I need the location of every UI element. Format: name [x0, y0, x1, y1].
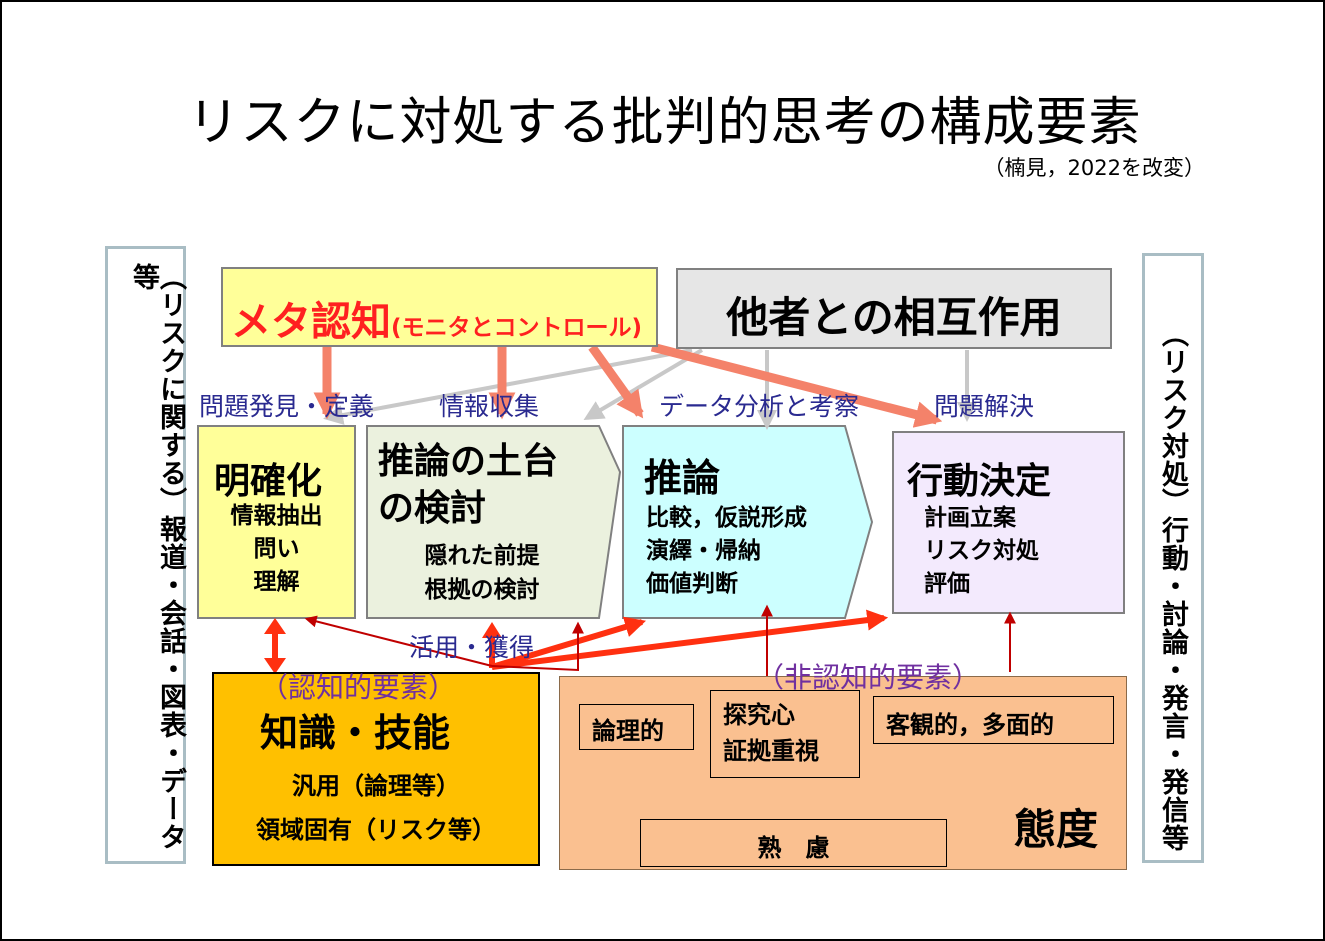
stage-label-2: 情報収集 [439, 392, 540, 421]
inference-items: 比較，仮説形成 演繹・帰納 価値判断 [646, 502, 807, 601]
attitude-inquiry-text: 証拠重視 [723, 737, 819, 765]
attitude-deliberation: 熟 慮 [640, 819, 947, 867]
decision-item: 計画立案 [924, 505, 1016, 531]
decision-items: 計画立案 リスク対処 評価 [924, 502, 1039, 601]
knowledge-items: 汎用（論理等） 領域固有（リスク等） [214, 764, 538, 852]
stage-label-4: 問題解決 [934, 392, 1035, 421]
decision-item: リスク対処 [924, 538, 1039, 564]
input-sources-text: （リスクに関する）報道・会話・図表・データ等 [128, 263, 186, 851]
premise-items: 隠れた前提 根拠の検討 [382, 539, 582, 607]
attitude-inquiry-text: 探究心 [723, 701, 795, 729]
decision-item: 評価 [924, 571, 970, 597]
inference-item: 価値判断 [646, 571, 738, 597]
feedback-arrows [304, 604, 1016, 676]
meta-arrows [313, 342, 943, 428]
inference-item: 比較，仮説形成 [646, 505, 807, 531]
decision-title: 行動決定 [907, 461, 1052, 502]
cognitive-label: （認知的要素） [260, 671, 457, 704]
attitude-inquiry: 探究心 証拠重視 [710, 690, 860, 778]
metacognition-label: メタ認知 [231, 299, 391, 345]
premise-item: 隠れた前提 [424, 543, 540, 569]
interaction-box: 他者との相互作用 [676, 268, 1112, 349]
premise-item: 根拠の検討 [424, 577, 540, 603]
output-actions-text: （リスク対処）行動・討論・発言・発信等 [1157, 320, 1188, 852]
premise-title-line: の検討 [378, 488, 487, 529]
decision-box [892, 431, 1125, 614]
attitude-objective-text: 客観的，多面的 [886, 711, 1054, 739]
metacognition-sub: (モニタとコントロール) [391, 315, 643, 341]
premise-title: 推論の土台 の検討 [378, 438, 558, 532]
inference-title: 推論 [644, 456, 721, 500]
clarify-items: 情報抽出 問い 理解 [198, 500, 355, 599]
knowledge-item: 汎用（論理等） [292, 772, 460, 800]
clarify-box [197, 425, 356, 619]
stage-label-3: データ分析と考察 [659, 392, 860, 421]
attitude-logical-text: 論理的 [592, 717, 664, 745]
knowledge-title: 知識・技能 [260, 711, 451, 755]
inference-box [622, 425, 874, 619]
premise-box [366, 425, 622, 619]
output-actions-box: （リスク対処）行動・討論・発言・発信等 [1142, 253, 1204, 863]
input-sources-box: （リスクに関する）報道・会話・図表・データ等 [105, 246, 186, 864]
knowledge-box: 知識・技能 汎用（論理等） 領域固有（リスク等） [212, 672, 540, 866]
inference-item: 演繹・帰納 [646, 538, 761, 564]
clarify-item: 問い [253, 536, 300, 562]
page-title: リスクに対処する批判的思考の構成要素 [187, 93, 1142, 153]
knowledge-item: 領域固有（リスク等） [256, 816, 496, 844]
interaction-label: 他者との相互作用 [726, 293, 1062, 342]
noncognitive-label: （非認知的要素） [756, 661, 981, 694]
attitude-logical: 論理的 [579, 704, 694, 750]
metacognition-box: メタ認知(モニタとコントロール) [221, 267, 658, 347]
clarify-item: 情報抽出 [230, 503, 323, 529]
interaction-arrows [323, 348, 977, 430]
stage-label-1: 問題発見・定義 [199, 392, 375, 421]
premise-title-line: 推論の土台 [378, 441, 559, 482]
attitude-deliberation-text: 熟 慮 [757, 834, 830, 862]
source-citation: （楠見，2022を改変） [983, 156, 1205, 180]
clarify-title: 明確化 [214, 461, 323, 502]
use-acquire-label: 活用・獲得 [409, 633, 535, 662]
clarify-item: 理解 [253, 569, 300, 595]
attitude-title: 態度 [1014, 805, 1099, 854]
attitude-objective: 客観的，多面的 [873, 696, 1114, 744]
